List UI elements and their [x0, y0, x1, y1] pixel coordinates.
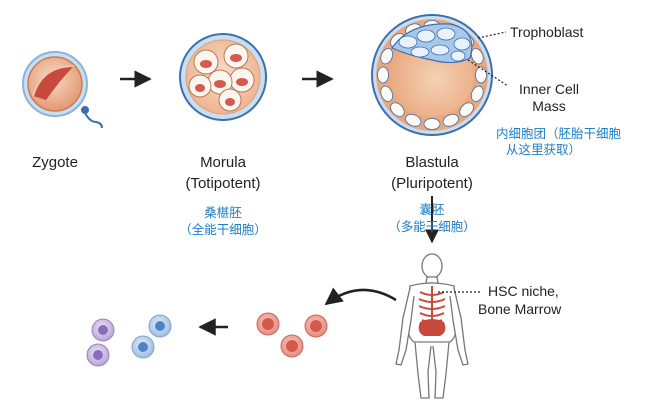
blastula-potency-label: (Pluripotent) — [391, 175, 473, 192]
morula-illustration — [179, 33, 267, 121]
icm-chinese-note-line2: 从这里获取） — [506, 142, 582, 157]
trophoblast-cell — [423, 118, 441, 130]
trophoblast-cell — [459, 102, 474, 117]
trophoblast-cell — [377, 66, 389, 84]
morula-potency-label: (Totipotent) — [185, 175, 261, 192]
blastula-chinese-name: 囊胚 — [419, 202, 445, 217]
inner-cell-mass-label-line2: Mass — [532, 98, 566, 114]
bone-marrow-pelvis — [418, 319, 446, 336]
hematopoietic-stem-cells — [256, 312, 328, 358]
trophoblast-cell — [380, 48, 394, 65]
inner-cell-mass-label-line1: Inner Cell — [519, 81, 579, 97]
differentiated-blood-cells — [86, 314, 172, 367]
morula-label: Morula — [200, 154, 246, 171]
trophoblast-cell — [470, 85, 484, 102]
blastula-chinese-potency: （多能干细胞） — [388, 219, 476, 234]
blastula-illustration — [371, 14, 493, 136]
trophoblast-cell — [380, 85, 394, 102]
blastula-label: Blastula — [405, 154, 459, 171]
arrow-curved-to-hsc — [324, 287, 397, 306]
morula-chinese-name: 桑椹胚 — [204, 205, 242, 220]
hsc-niche-label: HSC niche, — [488, 283, 559, 299]
trophoblast-cell — [470, 48, 484, 65]
trophoblast-cell — [405, 113, 422, 127]
morula-chinese-potency: （全能干细胞） — [179, 222, 267, 237]
trophoblast-leader-line — [477, 31, 507, 39]
bone-marrow-label: Bone Marrow — [478, 301, 562, 317]
trophoblast-cell — [390, 102, 405, 117]
trophoblast-cell — [442, 113, 459, 127]
trophoblast-cell — [475, 66, 487, 84]
zygote-illustration — [22, 51, 103, 129]
trophoblast-label: Trophoblast — [510, 24, 584, 40]
zygote-label: Zygote — [32, 154, 78, 171]
icm-chinese-note-line1: 内细胞团（胚胎干细胞 — [496, 126, 622, 141]
